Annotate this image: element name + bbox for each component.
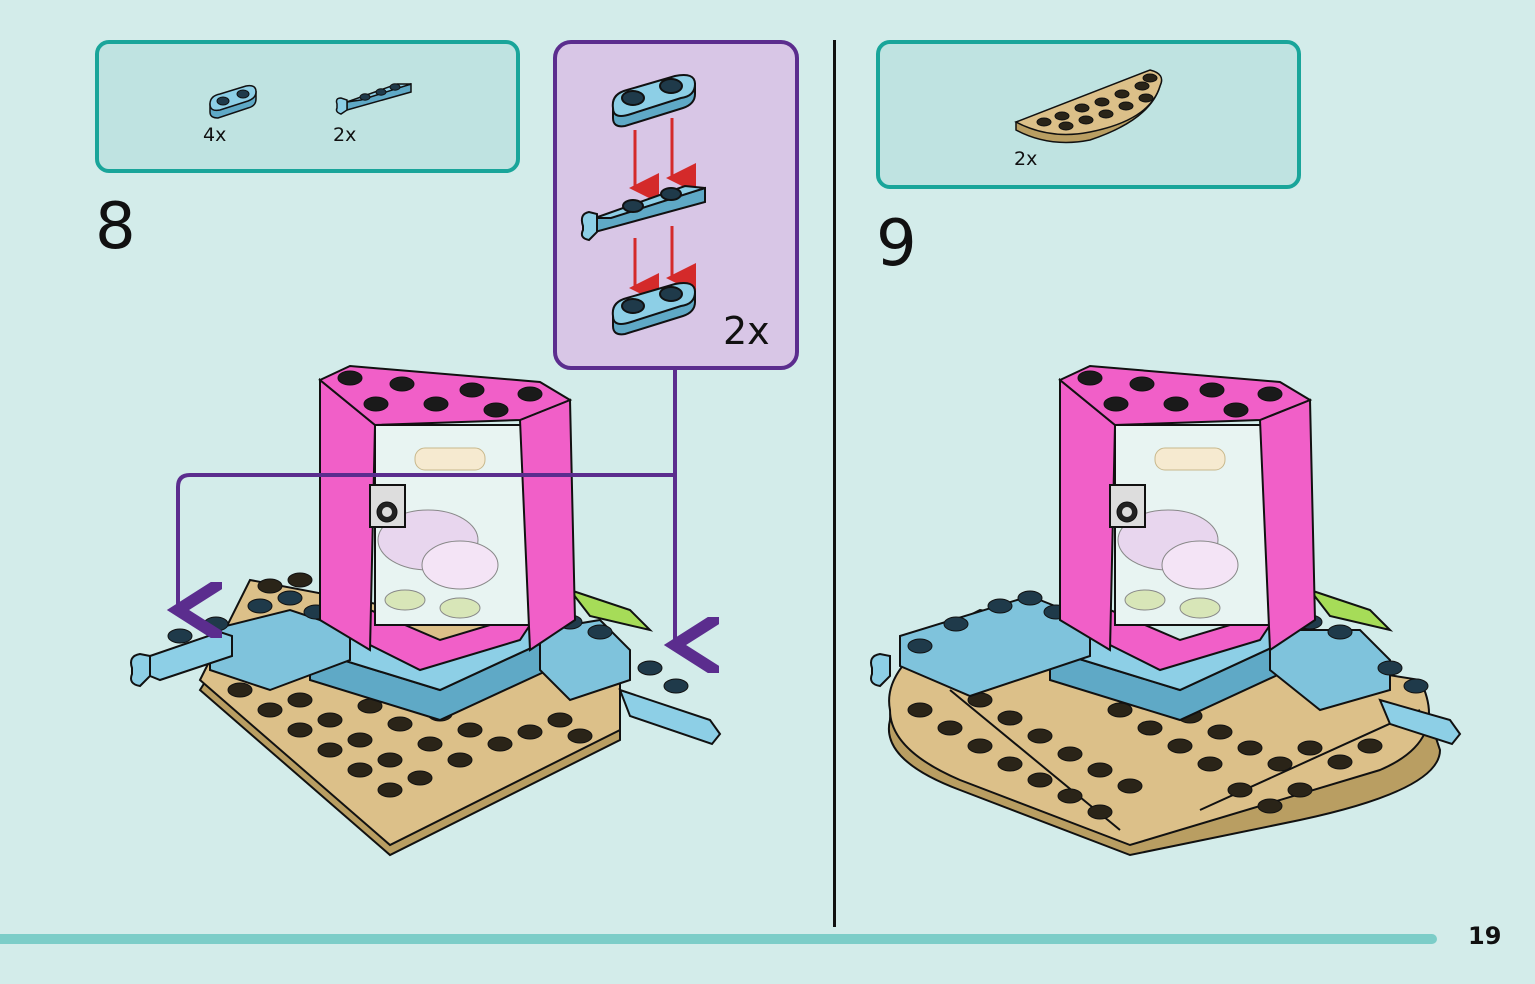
step8-parts-box: 4x 2x [95, 40, 520, 173]
part-rounded-plate-icon [209, 84, 257, 119]
step-number: 8 [95, 190, 136, 264]
part-clip-plate-icon [335, 83, 412, 115]
baseplate-studs [227, 572, 593, 798]
pink-window-frame [1058, 364, 1317, 652]
part-qty-label: 2x [1014, 148, 1038, 170]
placement-arrows [178, 370, 675, 645]
step-divider [833, 40, 836, 927]
part-half-round-plate-icon [1014, 69, 1163, 144]
lime-piece [1307, 588, 1394, 632]
part-qty-label: 2x [333, 124, 357, 146]
rounded-plate-bottom [611, 282, 697, 336]
step-number: 9 [876, 207, 917, 281]
clip-plate-middle [580, 184, 706, 242]
rounded-plate-top [611, 74, 697, 128]
baseplate-studs [907, 692, 1383, 820]
frame-top-studs [337, 370, 543, 418]
lime-piece [567, 588, 654, 632]
subassembly-illustration [580, 74, 706, 336]
frame-top-studs [1077, 370, 1283, 418]
footer-bar [0, 934, 1437, 944]
step9-parts-box: 2x [876, 40, 1301, 189]
subassembly-qty: 2x [723, 309, 770, 353]
step8-model-illustration [130, 364, 722, 857]
step9-model-illustration [870, 364, 1462, 857]
part-qty-label: 4x [203, 124, 227, 146]
page-number: 19 [1468, 922, 1502, 950]
pink-window-frame [318, 364, 577, 652]
